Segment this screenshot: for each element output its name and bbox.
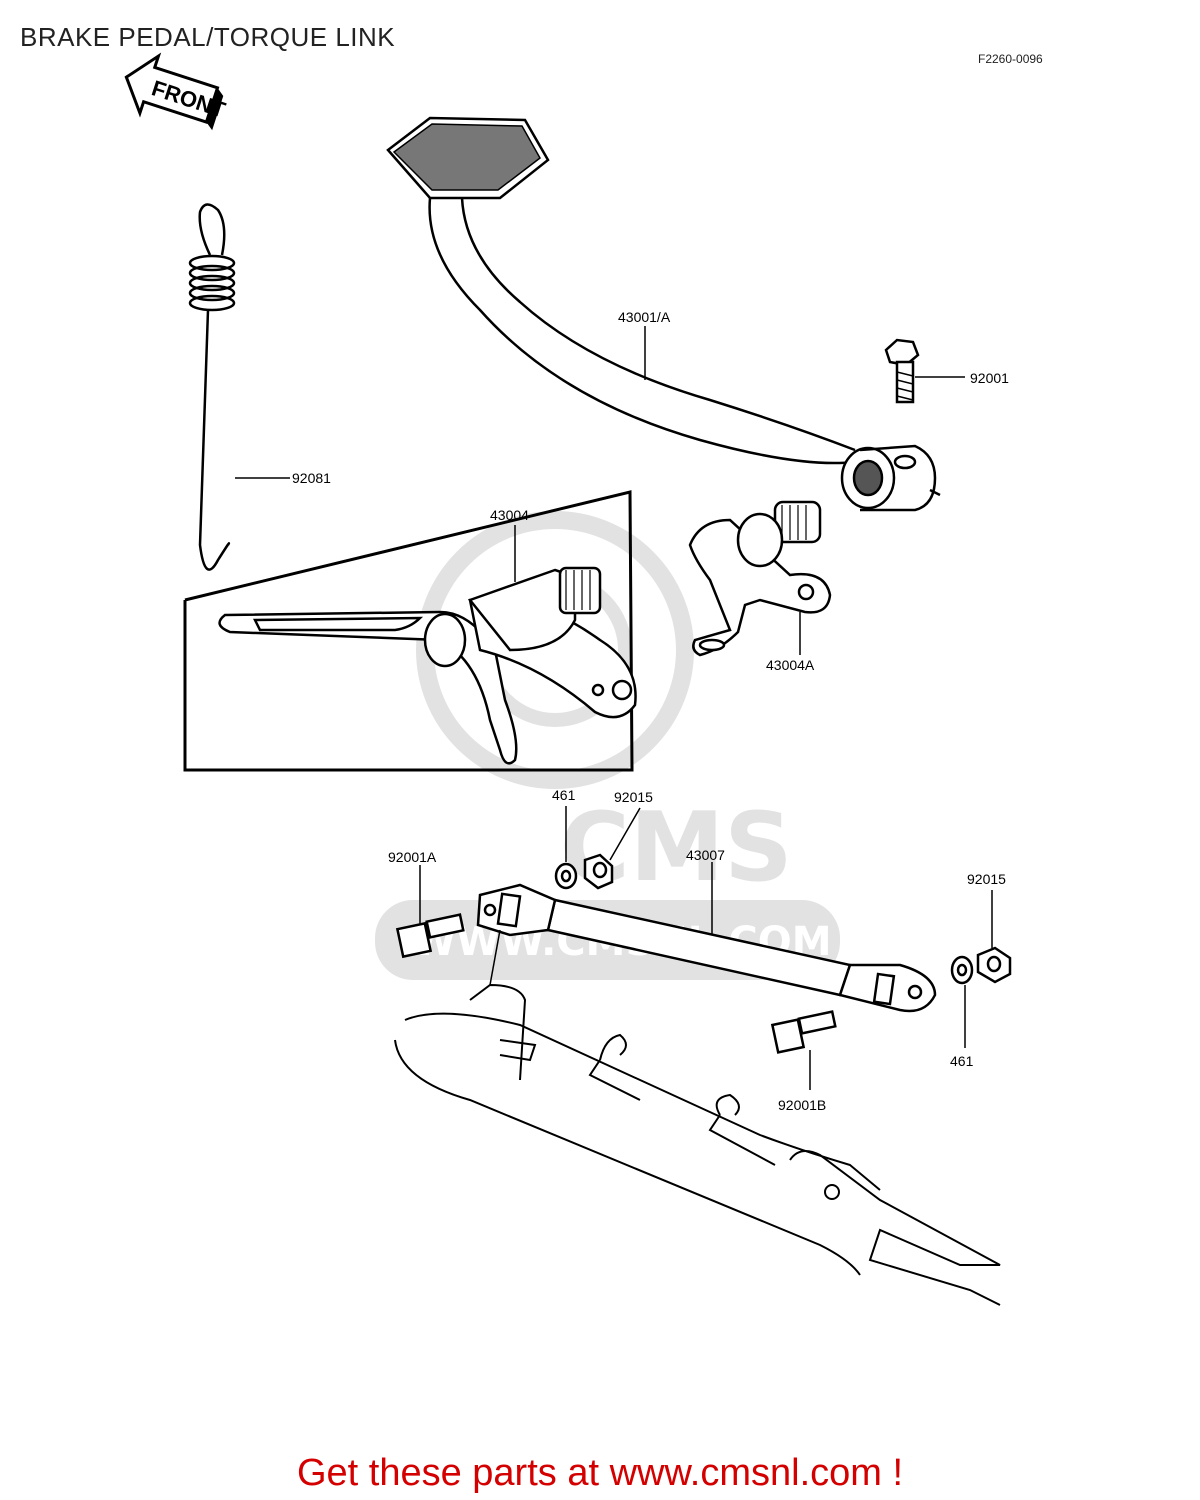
washer-461-right	[950, 955, 974, 985]
front-arrow: FRONT	[124, 52, 229, 131]
page-title: BRAKE PEDAL/TORQUE LINK	[20, 22, 396, 52]
bolt-92001b	[770, 1010, 837, 1054]
callout-92015-top: 92015	[614, 789, 653, 805]
callout-43001a: 43001/A	[618, 309, 671, 325]
torque-link-43007	[476, 883, 937, 1013]
callout-92001: 92001	[970, 370, 1009, 386]
swingarm-frame	[394, 983, 1001, 1306]
callout-92081: 92081	[292, 470, 331, 486]
bolt-92001	[884, 338, 920, 404]
callout-461-top: 461	[552, 787, 576, 803]
callout-43007: 43007	[686, 847, 725, 863]
callout-43004: 43004	[490, 507, 529, 523]
footer-link-text[interactable]: Get these parts at www.cmsnl.com !	[296, 1452, 904, 1494]
bolt-92001a	[395, 913, 465, 959]
spring-92081	[188, 203, 236, 571]
washer-461-top	[554, 862, 578, 890]
callout-461-right: 461	[950, 1053, 974, 1069]
callout-92001b: 92001B	[778, 1097, 826, 1113]
leader-lines	[235, 326, 993, 1090]
callout-92015-right: 92015	[967, 871, 1006, 887]
figure-code: F2260-0096	[978, 52, 1043, 66]
shaft-43004	[218, 566, 637, 765]
shaft-43004a	[688, 500, 832, 657]
callout-92001a: 92001A	[388, 849, 437, 865]
nut-92015-top	[583, 853, 614, 890]
nut-92015-right	[976, 946, 1012, 984]
callout-43004a: 43004A	[766, 657, 815, 673]
brake-pedal	[386, 116, 941, 512]
inset-box	[183, 490, 634, 772]
